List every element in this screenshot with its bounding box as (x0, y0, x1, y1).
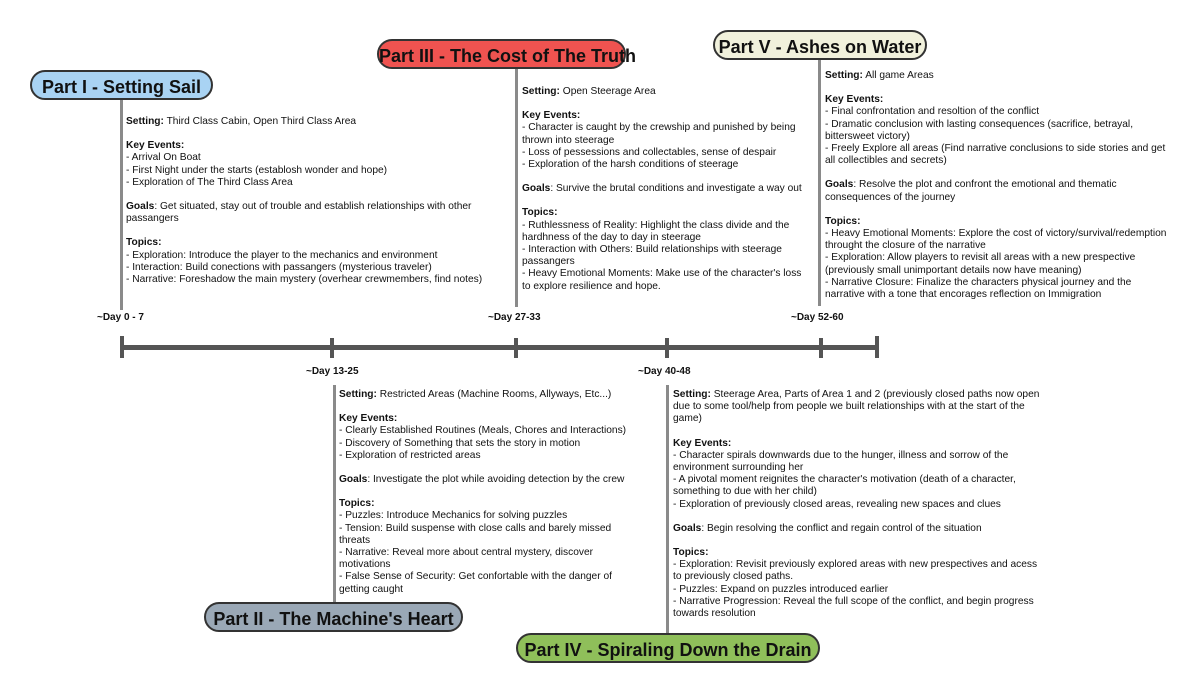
setting-text: Restricted Areas (Machine Rooms, Allyway… (379, 389, 612, 400)
topic-item: - Ruthlessness of Reality: Highlight the… (522, 219, 790, 243)
event-item: - Exploration of The Third Class Area (126, 176, 293, 188)
topic-item: - Narrative Progression: Reveal the full… (673, 595, 1034, 620)
topic-item: - Exploration: Introduce the player to t… (126, 249, 438, 261)
part-1-title: Part I - Setting Sail (30, 70, 213, 100)
topic-item: - False Sense of Security: Get confortab… (339, 571, 612, 595)
event-item: - Clearly Established Routines (Meals, C… (339, 425, 627, 437)
day-label-3: ~Day 27-33 (488, 312, 541, 323)
setting-label: Setting: (522, 86, 560, 97)
key-events-label: Key Events: (339, 413, 398, 425)
topic-item: - Puzzles: Expand on puzzles introduced … (673, 583, 889, 595)
day-label-4: ~Day 40-48 (638, 366, 691, 377)
key-events-label: Key Events: (825, 94, 884, 106)
part-4-details: Setting: Steerage Area, Parts of Area 1 … (673, 389, 1043, 620)
timeline-tick (330, 338, 334, 358)
goals-label: Goals (522, 183, 551, 195)
topic-item: - Exploration: Revisit previously explor… (673, 559, 1038, 583)
part-5-title: Part V - Ashes on Water (713, 30, 927, 60)
setting-label: Setting: (825, 70, 863, 81)
day-label-5: ~Day 52-60 (791, 312, 844, 323)
topic-item: - Narrative: Foreshadow the main mystery… (126, 274, 483, 286)
topic-item: - Tension: Build suspense with close cal… (339, 522, 612, 546)
goals-text: : Resolve the plot and confront the emot… (825, 179, 1117, 203)
topics-label: Topics: (673, 547, 709, 559)
topics-label: Topics: (126, 237, 162, 249)
timeline-tick (819, 338, 823, 358)
part-5-connector (818, 60, 821, 306)
goals-text: : Get situated, stay out of trouble and … (126, 201, 472, 225)
timeline-tick (665, 338, 669, 358)
event-item: - Discovery of Something that sets the s… (339, 437, 581, 449)
part-5-details: Setting: All game Areas Key Events: - Fi… (825, 70, 1170, 301)
part-2-details: Setting: Restricted Areas (Machine Rooms… (339, 389, 639, 596)
part-4-title: Part IV - Spiraling Down the Drain (516, 633, 820, 663)
event-item: - Dramatic conclusion with lasting conse… (825, 118, 1134, 142)
topics-label: Topics: (825, 215, 861, 227)
event-item: - Character is caught by the crewship an… (522, 122, 796, 146)
topic-item: - Puzzles: Introduce Mechanics for solvi… (339, 510, 568, 522)
timeline-tick (514, 338, 518, 358)
topic-item: - Interaction: Build conections with pas… (126, 261, 432, 273)
topic-item: - Exploration: Allow players to revisit … (825, 252, 1136, 276)
topic-item: - Heavy Emotional Moments: Make use of t… (522, 268, 802, 292)
event-item: - Exploration of the harsh conditions of… (522, 159, 739, 171)
part-2-title: Part II - The Machine's Heart (204, 602, 463, 632)
part-3-title: Part III - The Cost of The Truth (377, 39, 636, 69)
topic-item: - Narrative: Reveal more about central m… (339, 547, 594, 571)
setting-text: Open Steerage Area (562, 86, 656, 97)
setting-label: Setting: (673, 389, 711, 400)
part-1-details: Setting: Third Class Cabin, Open Third C… (126, 116, 502, 286)
goals-label: Goals (825, 179, 854, 191)
setting-text: Steerage Area, Parts of Area 1 and 2 (pr… (673, 389, 1040, 425)
event-item: - Exploration of previously closed areas… (673, 498, 1001, 510)
timeline-tick (120, 336, 124, 358)
event-item: - Arrival On Boat (126, 152, 201, 164)
part-4-connector (666, 385, 669, 633)
event-item: - Freely Explore all areas (Find narrati… (825, 143, 1166, 167)
topics-label: Topics: (522, 207, 558, 219)
part-3-connector (515, 69, 518, 307)
setting-label: Setting: (126, 116, 164, 127)
part-2-connector (333, 385, 336, 602)
setting-label: Setting: (339, 389, 377, 400)
event-item: - Exploration of restricted areas (339, 449, 481, 461)
day-label-2: ~Day 13-25 (306, 366, 359, 377)
topic-item: - Heavy Emotional Moments: Explore the c… (825, 228, 1167, 252)
goals-label: Goals (126, 201, 155, 213)
key-events-label: Key Events: (522, 110, 581, 122)
goals-text: : Survive the brutal conditions and inve… (550, 183, 802, 195)
topics-label: Topics: (339, 498, 375, 510)
setting-text: Third Class Cabin, Open Third Class Area (166, 116, 357, 127)
topic-item: - Narrative Closure: Finalize the charac… (825, 276, 1132, 301)
event-item: - A pivotal moment reignites the charact… (673, 474, 1016, 498)
goals-label: Goals (339, 474, 368, 486)
key-events-label: Key Events: (673, 437, 732, 449)
goals-text: : Begin resolving the conflict and regai… (701, 522, 982, 534)
part-1-connector (120, 100, 123, 310)
timeline-axis (121, 345, 879, 350)
key-events-label: Key Events: (126, 140, 185, 152)
topic-item: - Interaction with Others: Build relatio… (522, 244, 782, 268)
part-3-details: Setting: Open Steerage Area Key Events: … (522, 86, 808, 293)
timeline-tick (875, 336, 879, 358)
day-label-1: ~Day 0 - 7 (97, 312, 144, 323)
goals-label: Goals (673, 522, 702, 534)
event-item: - Loss of pessessions and collectables, … (522, 146, 777, 158)
event-item: - Character spirals downwards due to the… (673, 449, 1009, 474)
goals-text: : Investigate the plot while avoiding de… (367, 474, 625, 486)
setting-text: All game Areas (865, 70, 934, 81)
event-item: - Final confrontation and resoltion of t… (825, 106, 1040, 118)
event-item: - First Night under the starts (establos… (126, 164, 388, 176)
